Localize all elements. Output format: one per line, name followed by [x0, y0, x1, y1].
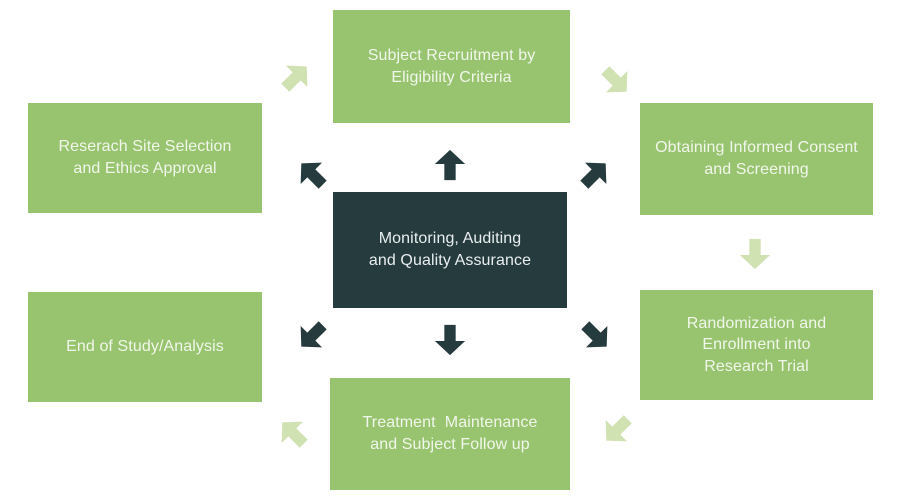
box-monitoring-auditing: Monitoring, Auditing and Quality Assuran…	[333, 192, 567, 308]
box-label-line: End of Study/Analysis	[66, 338, 224, 356]
box-label-line: and Quality Assurance	[368, 252, 532, 269]
box-treatment-maintenance: Treatment Maintenance and Subject Follow…	[330, 378, 570, 490]
box-label-line: Eligibility Criteria	[391, 68, 512, 86]
arrow-center-to-bottom-icon	[432, 322, 468, 358]
box-research-site-selection: Reserach Site Selection and Ethics Appro…	[28, 103, 262, 213]
arrow-center-to-left-bottom-icon	[287, 311, 338, 362]
box-label-line: and Ethics Approval	[73, 160, 217, 177]
arrow-center-to-top-icon	[432, 147, 468, 183]
box-label-line: Subject Recruitment by	[367, 46, 536, 64]
box-randomization-enrollment: Randomization and Enrollment into Resear…	[640, 290, 873, 400]
box-subject-recruitment: Subject Recruitment by Eligibility Crite…	[333, 10, 570, 123]
box-label-line: Reserach Site Selection	[58, 138, 232, 156]
arrow-center-to-right-bottom-icon	[571, 311, 622, 362]
arrow-left-top-to-top-icon	[271, 52, 322, 103]
box-label-line: and Screening	[704, 161, 809, 178]
box-label-line: Research Trial	[704, 357, 809, 375]
box-label-line: and Subject Follow up	[370, 436, 530, 453]
box-label-line: Enrollment into	[702, 336, 811, 354]
box-label-line: Monitoring, Auditing	[378, 230, 522, 248]
box-label-line: Randomization and	[686, 314, 827, 332]
arrow-right-bottom-to-bottom-icon	[592, 405, 643, 456]
arrow-bottom-to-left-bottom-icon	[268, 408, 319, 459]
arrow-center-to-left-top-icon	[287, 149, 338, 200]
arrow-center-to-right-top-icon	[570, 149, 621, 200]
box-end-of-study: End of Study/Analysis	[28, 292, 262, 402]
box-label-line: Treatment Maintenance	[362, 414, 538, 432]
arrow-top-to-right-top-icon	[591, 56, 642, 107]
arrow-right-top-to-right-bottom-icon	[737, 236, 773, 272]
box-informed-consent: Obtaining Informed Consent and Screening	[640, 103, 873, 215]
box-label-line: Obtaining Informed Consent	[655, 139, 858, 157]
